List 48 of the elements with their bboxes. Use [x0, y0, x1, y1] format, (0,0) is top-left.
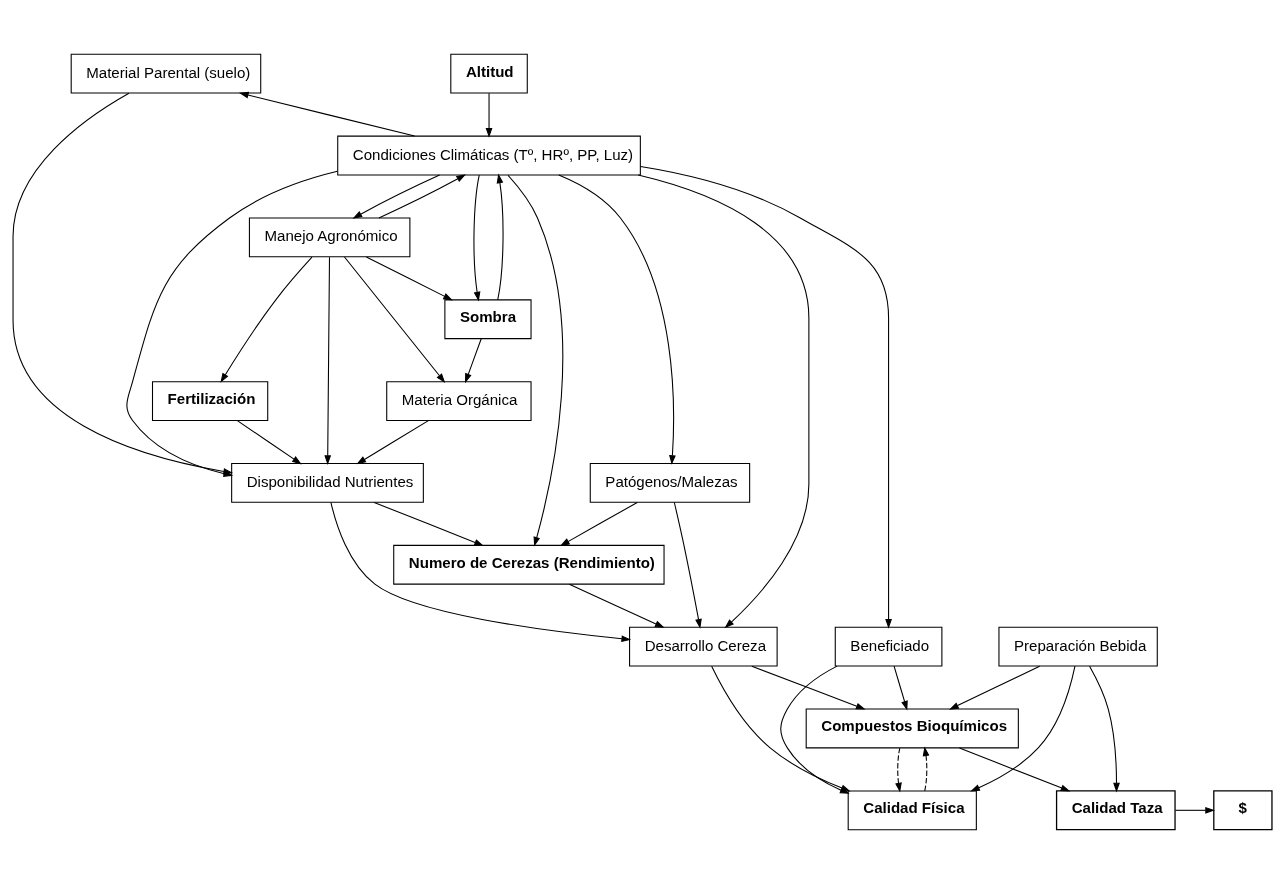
arrow [496, 173, 504, 301]
arrow [473, 174, 481, 302]
arrow [639, 165, 892, 629]
arrow [637, 174, 810, 629]
arrow [373, 501, 484, 546]
node-box: Calidad Taza [1055, 790, 1176, 831]
node-box: Material Parental (suelo) [70, 53, 262, 94]
arrow [356, 420, 429, 465]
arrow [365, 256, 453, 301]
arrow [465, 338, 482, 384]
arrow [895, 747, 902, 793]
node-box: Sombra [444, 299, 532, 340]
arrow [958, 747, 1071, 792]
arrow [558, 174, 676, 465]
arrow [378, 174, 466, 219]
node-box: Fertilización [151, 381, 269, 421]
node-box: Manejo Agronómico [248, 217, 411, 258]
arrow [507, 174, 564, 547]
arrow [568, 583, 665, 628]
node-box: $ [1213, 790, 1273, 831]
node-box: Beneficiado [834, 626, 943, 667]
arrow [352, 174, 441, 219]
arrow [949, 665, 1041, 710]
arrow [560, 501, 638, 547]
arrow [922, 746, 930, 792]
node-box: Altitud [450, 53, 528, 94]
node-box: Desarrollo Cereza [629, 626, 778, 667]
arrow [324, 256, 332, 466]
node-box: Preparación Bebida [998, 626, 1158, 667]
node-box: Condiciones Climáticas (Tº, HRº, PP, Luz) [337, 135, 641, 176]
arrow [673, 501, 702, 629]
node-box: Patógenos/Malezas [589, 463, 751, 503]
arrow [343, 256, 446, 383]
arrow [330, 501, 632, 643]
node-box: Disponibilidad Nutrientes [231, 463, 424, 503]
node-box: Calidad Física [847, 790, 977, 831]
arrow [1174, 806, 1215, 814]
arrow [893, 665, 908, 711]
arrow [1089, 665, 1120, 793]
arrow [238, 91, 416, 137]
arrow [220, 256, 313, 383]
node-box: Compuestos Bioquímicos [805, 708, 1019, 749]
node-box: Materia Orgánica [386, 381, 532, 421]
arrow [485, 92, 493, 138]
arrow [970, 665, 1076, 792]
arrow [236, 420, 302, 465]
node-box: Numero de Cerezas (Rendimiento) [393, 544, 665, 585]
arrow [751, 665, 866, 710]
